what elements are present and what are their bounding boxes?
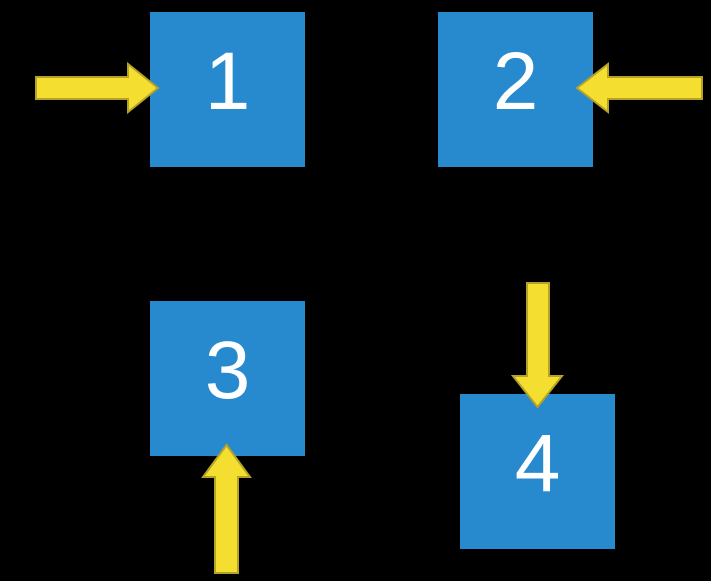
numbered-box-3: 3 [150, 301, 305, 456]
box-number-label: 2 [492, 35, 539, 127]
arrow-up-icon [201, 443, 252, 574]
box-number-label: 4 [514, 417, 561, 509]
arrow-down-icon [510, 282, 565, 409]
numbered-box-4: 4 [460, 394, 615, 549]
numbered-box-2: 2 [438, 12, 593, 167]
box-number-label: 1 [204, 35, 251, 127]
arrow-right-icon [35, 61, 160, 115]
numbered-box-1: 1 [150, 12, 305, 167]
arrow-left-icon [575, 61, 703, 115]
box-number-label: 3 [204, 324, 251, 416]
